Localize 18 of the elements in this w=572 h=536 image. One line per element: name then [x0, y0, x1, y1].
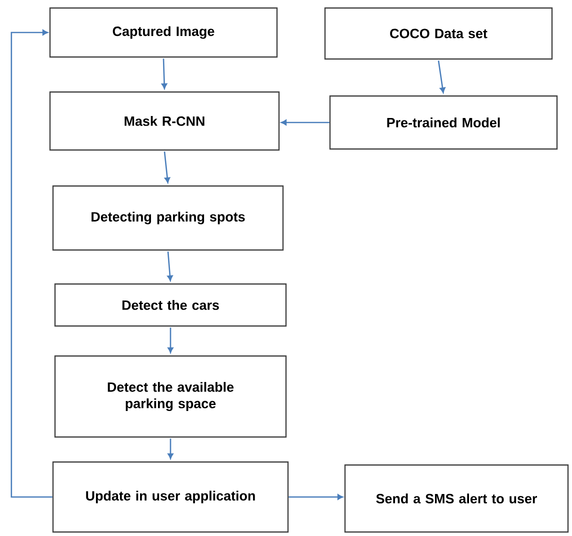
arrow [161, 58, 168, 89]
arrow [167, 252, 173, 281]
arrow [288, 494, 343, 500]
arrow [168, 328, 174, 353]
arrow [10, 30, 52, 498]
process-box: Detecting parking spots [52, 185, 284, 251]
arrow [438, 60, 446, 94]
process-box: Mask R-CNN [49, 91, 280, 151]
arrow [281, 120, 330, 126]
process-box: COCO Data set [324, 7, 553, 60]
process-box: Send a SMS alert to user [344, 464, 569, 533]
process-box: Detect the cars [54, 283, 287, 327]
process-box: Captured Image [49, 7, 278, 58]
process-box: Detect the available parking space [54, 355, 287, 438]
process-box: Pre-trained Model [329, 95, 558, 150]
arrow [168, 438, 174, 459]
arrow [164, 152, 170, 183]
process-box: Update in user application [52, 461, 289, 533]
